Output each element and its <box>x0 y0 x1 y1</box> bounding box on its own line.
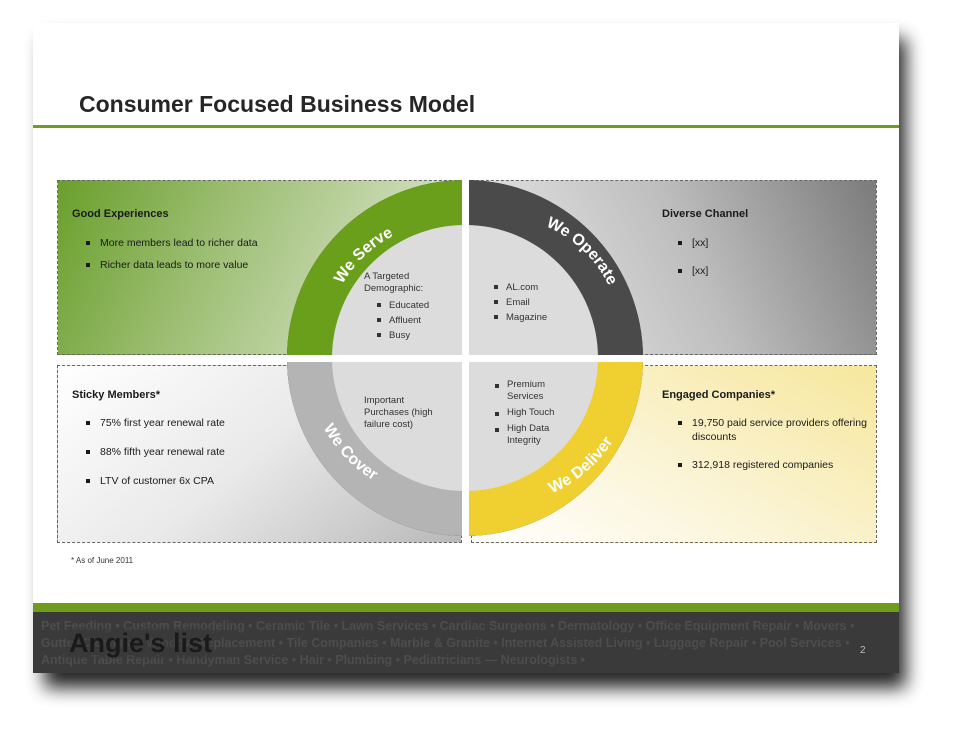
panel-heading: Sticky Members* <box>72 389 161 401</box>
panel-bullets: 75% first year renewal rate 88% fifth ye… <box>84 416 284 488</box>
panel-heading: Good Experiences <box>72 208 169 220</box>
panel-heading: Engaged Companies* <box>662 389 776 401</box>
panel-bullets: 19,750 paid service providers offering d… <box>676 416 871 472</box>
angies-list-logo: Angie's list <box>69 628 212 659</box>
bullet-item: [xx] <box>676 236 826 250</box>
bullet-item: Premium Services <box>493 379 563 403</box>
bullet-item: 75% first year renewal rate <box>84 416 284 430</box>
footer-accent-bar <box>33 603 899 612</box>
deliver-center-bullets: Premium Services High Touch High Data In… <box>493 379 563 447</box>
serve-center-text: A Targeted Demographic: <box>364 271 424 294</box>
bullet-item: 19,750 paid service providers offering d… <box>676 416 871 444</box>
bullet-item: AL.com <box>492 280 547 295</box>
bullet-item: Affluent <box>375 313 429 328</box>
bullet-item: 88% fifth year renewal rate <box>84 445 284 459</box>
slide: Consumer Focused Business Model Good Exp… <box>33 23 899 673</box>
operate-center-bullets: AL.com Email Magazine <box>492 280 547 325</box>
page-number: 2 <box>860 645 866 656</box>
slide-title: Consumer Focused Business Model <box>79 91 476 117</box>
panel-bullets: [xx] [xx] <box>676 236 826 278</box>
bullet-item: 312,918 registered companies <box>676 458 871 472</box>
serve-center-bullets: Educated Affluent Busy <box>375 298 429 343</box>
bullet-item: Educated <box>375 298 429 313</box>
footer: Pet Feeding • Custom Remodeling • Cerami… <box>33 612 899 673</box>
bullet-item: Busy <box>375 328 429 343</box>
footnote: * As of June 2011 <box>71 556 134 565</box>
footer-background-text: Pet Feeding • Custom Remodeling • Cerami… <box>41 619 855 667</box>
business-model-ring: We Serve We Operate We Cover We Deliver <box>278 173 653 543</box>
title-divider <box>33 125 899 128</box>
panel-bullets: More members lead to richer data Richer … <box>84 236 259 272</box>
panel-heading: Diverse Channel <box>662 208 749 220</box>
bullet-item: More members lead to richer data <box>84 236 259 250</box>
bullet-item: Email <box>492 295 547 310</box>
horizontal-divider <box>278 355 653 362</box>
bullet-item: LTV of customer 6x CPA <box>84 474 284 488</box>
bullet-item: High Data Integrity <box>493 423 563 447</box>
bullet-item: [xx] <box>676 264 826 278</box>
bullet-item: Magazine <box>492 310 547 325</box>
bullet-item: High Touch <box>493 407 563 419</box>
bullet-item: Richer data leads to more value <box>84 258 259 272</box>
cover-center-text: Important Purchases (high failure cost) <box>364 395 433 430</box>
